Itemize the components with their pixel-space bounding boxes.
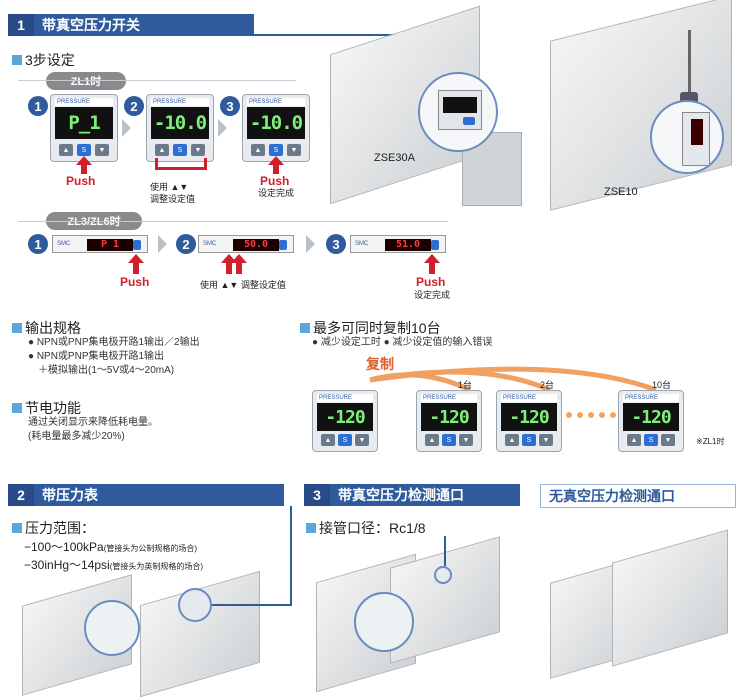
zse30a-zoom-circle [418,72,498,152]
section-title: 带真空压力开关 [34,14,254,36]
gauge-step-3: PRESSURE -10.0 ▲S▼ [242,94,310,162]
copy-heading: 最多可同时复制10台 [300,318,441,338]
step-2-badge: 2 [124,96,144,116]
step-1-badge: 1 [28,234,48,254]
no-port-ejector-image [612,529,728,667]
unit-label-10: 10台 [652,380,672,390]
section-4-header: 无真空压力检测通口 [540,484,736,508]
zl1-pill: ZL1时 [46,72,126,90]
range-heading: 压力范围： [12,518,95,538]
push-arrow-icon [424,254,440,274]
up-arrow-icon [231,254,247,274]
copy-gauge-1: PRESSURE -120 ▲S▼ [416,390,482,452]
push-label: Push [260,174,290,188]
gauge-step-1: PRESSURE P_1 ▲S▼ [50,94,118,162]
bullet-square-icon [300,323,310,333]
output-line-3: ＋模拟输出(1～5V或4～20mA) [38,365,175,376]
unit-label-1: 1台 [458,380,473,390]
range-line-1: −100～100kPa(管接头为公制规格的场合) [24,540,198,554]
ellipsis-dots-icon [566,412,616,418]
gauge-display: -10.0 [151,107,209,139]
output-line-1: ● NPN或PNP集电极开路1输出／2输出 [28,337,200,348]
chevron-right-icon [158,235,167,253]
port-heading: 接管口径：Rc1/8 [306,518,426,538]
output-heading: 输出规格 [12,318,81,338]
port-detail-icon [434,566,452,584]
step-3-badge: 3 [326,234,346,254]
gauge-display: P_1 [55,107,113,139]
bullet-square-icon [306,523,316,533]
section-3-header: 3 带真空压力检测通口 [304,484,520,506]
energy-line-1: 通过关闭显示来降低耗电量。 [28,417,158,428]
push-arrow-icon [128,254,144,274]
push-label: Push [120,275,150,289]
bullet-square-icon [12,523,22,533]
done-label: 设定完成 [258,188,295,198]
gauge-dial-zoom [178,588,212,622]
step-3-badge: 3 [220,96,240,116]
range-line-2: −30inHg～14psi(管接头为英制规格的场合) [24,558,204,572]
chevron-right-icon [306,235,315,253]
step-2-badge: 2 [176,234,196,254]
zse30a-label: ZSE30A [374,152,415,164]
step-1-badge: 1 [28,96,48,116]
bullet-square-icon [12,403,22,413]
zse10-label: ZSE10 [604,186,638,198]
unit-label-2: 2台 [540,380,555,390]
copy-arrows-icon [369,366,657,393]
gauge-zoom-circle [84,600,140,656]
gauge-display: -10.0 [247,107,305,139]
section-number: 1 [8,14,34,36]
section-1-header: 1 带真空压力开关 [8,14,254,36]
push-label: Push [66,174,96,188]
output-line-2: ● NPN或PNP集电极开路1输出 [28,351,165,362]
adjust-bracket-icon [155,158,207,170]
bullet-square-icon [12,55,22,65]
up-arrow-icon [221,254,237,274]
zse10-zoom-circle [650,100,724,174]
copy-note: ※ZL1时 [696,437,725,446]
strip-use-label: 使用 ▲▼ 调整设定值 [200,280,286,290]
push-arrow-icon [76,156,92,174]
copy-bullets: ● 减少设定工时 ● 减少设定值的输入错误 [312,337,493,348]
push-label: Push [416,275,446,289]
chevron-right-icon [122,119,131,137]
copy-gauge-10: PRESSURE -120 ▲S▼ [618,390,684,452]
bullet-square-icon [12,323,22,333]
copy-gauge-source: PRESSURE -120 ▲S▼ [312,390,378,452]
use-label: 使用 ▲▼ [150,182,189,192]
copy-gauge-2: PRESSURE -120 ▲S▼ [496,390,562,452]
gauge-step-2: PRESSURE -10.0 ▲S▼ [146,94,214,162]
three-step-heading: 3步设定 [12,50,75,70]
energy-line-2: (耗电量最多减少20%) [28,431,125,442]
chevron-right-icon [218,119,227,137]
adjust-label: 调整设定值 [150,194,196,204]
push-arrow-icon [268,156,284,174]
port-zoom-circle [354,592,414,652]
copy-label: 复制 [366,356,394,372]
section-2-header: 2 带压力表 [8,484,284,506]
done-label: 设定完成 [414,290,451,300]
energy-heading: 节电功能 [12,398,81,418]
